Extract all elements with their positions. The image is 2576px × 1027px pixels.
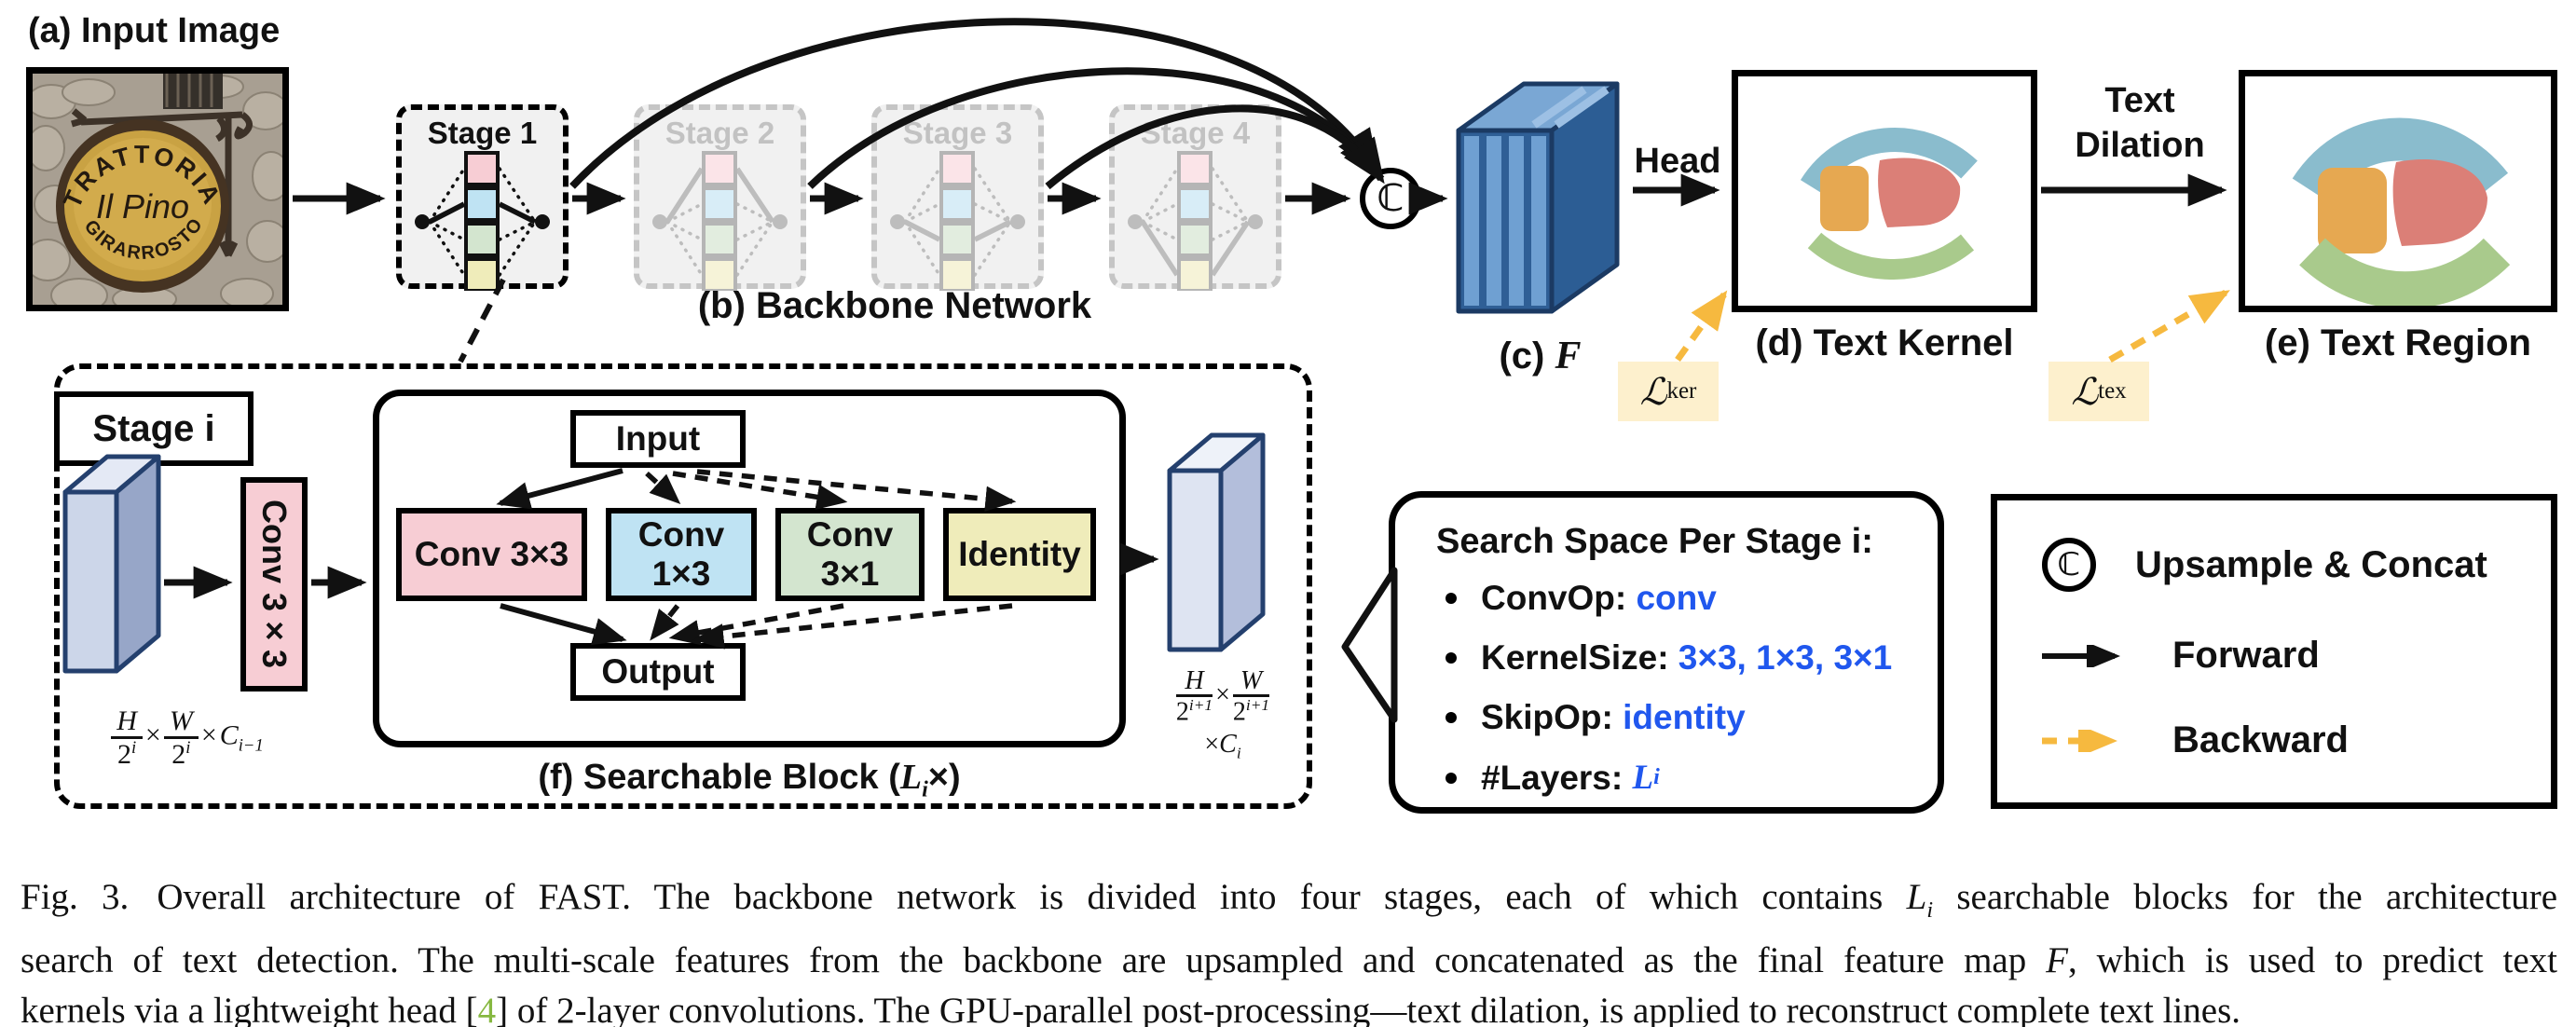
op-conv3x3-box: Conv 3×3 [396,508,587,601]
op-identity-box: Identity [943,508,1096,601]
stage-4-title: Stage 4 [1140,116,1251,150]
block-input-box: Input [570,410,746,468]
iron-bracket [71,108,253,257]
stage-1-title: Stage 1 [427,116,538,150]
caption-line-2: search of text detection. The multi-scal… [21,939,2557,980]
legend-forward-label: Forward [2172,635,2320,676]
stage-2-box: Stage 2 [634,104,806,291]
search-space-box: Search Space Per Stage i: ConvOp: conv K… [1389,491,1944,814]
text-kernel-map [1800,128,1978,280]
zoom-callout-line [458,278,506,363]
panel-a-label: (a) Input Image [28,11,281,50]
op-conv1x3-box: Conv 1×3 [606,508,757,601]
bullet-icon [1446,652,1457,664]
panel-c-label: (c) F [1499,335,1582,377]
text-kernel-box [1732,70,2037,312]
panel-e-label: (e) Text Region [2265,322,2531,363]
block-output-box: Output [570,643,746,701]
concat-symbol: ℂ [1377,177,1404,220]
stage-4-box: Stage 4 [1109,104,1281,291]
op-conv3x1-box: Conv 3×1 [775,508,925,601]
sign-text-middle: Il Pino [96,187,189,226]
text-region-box [2239,70,2557,312]
stage-detail-container [54,363,1312,809]
upsample-concat-node: ℂ [1360,168,1421,229]
input-feature-slab [62,454,161,674]
citation-link-4[interactable]: 4 [477,990,497,1027]
legend-upsample-label: Upsample & Concat [2135,543,2487,585]
panel-d-label: (d) Text Kernel [1755,322,2014,363]
bullet-icon [1446,712,1457,723]
feature-map-f-slab [1456,81,1620,314]
stage-2-title: Stage 2 [665,116,775,150]
caption-line-1: Fig. 3.Overall architecture of FAST. The… [21,877,2558,923]
input-image: TRATTORIA Il Pino GIRARROSTO [24,67,291,313]
feature-map-var: F [1555,335,1582,377]
caption-line-3: kernels via a lightweight head [4] of 2-… [21,986,2557,1027]
callout-notch [1341,567,1398,723]
stage-4-supernet-icon [1128,151,1263,291]
stage-1-box: Stage 1 [396,104,569,291]
stem-conv-box: Conv 3×3 [240,477,308,692]
figure-caption: Fig. 3.Overall architecture of FAST. The… [21,872,2557,1027]
head-label: Head [1634,142,1721,181]
panel-b-label: (b) Backbone Network [697,285,1092,326]
upsample-concat-icon: ℂ [2042,538,2096,592]
text-dilation-label: Text Dilation [2075,81,2205,165]
backward-arrow-icon [2042,729,2117,752]
search-space-title: Search Space Per Stage i: [1436,522,1873,561]
trattoria-sign-photo: TRATTORIA Il Pino GIRARROSTO [24,74,291,313]
stage-2-supernet-icon [652,151,788,291]
bullet-icon [1446,593,1457,604]
stage-3-box: Stage 3 [871,104,1044,291]
text-region-map [2292,117,2511,309]
output-feature-slab [1167,432,1266,652]
searchable-block-caption: (f) Searchable Block (Li×) [538,758,961,802]
stage-3-supernet-icon [890,151,1025,291]
legend-backward-label: Backward [2172,719,2349,760]
legend-box: ℂ Upsample & Concat Forward Backward [1991,494,2557,809]
forward-arrow-icon [2042,644,2120,667]
figure-number: Fig. 3. [21,877,130,917]
stage-1-supernet-icon [415,151,550,291]
bullet-icon [1446,772,1457,784]
stage-3-title: Stage 3 [902,116,1013,150]
